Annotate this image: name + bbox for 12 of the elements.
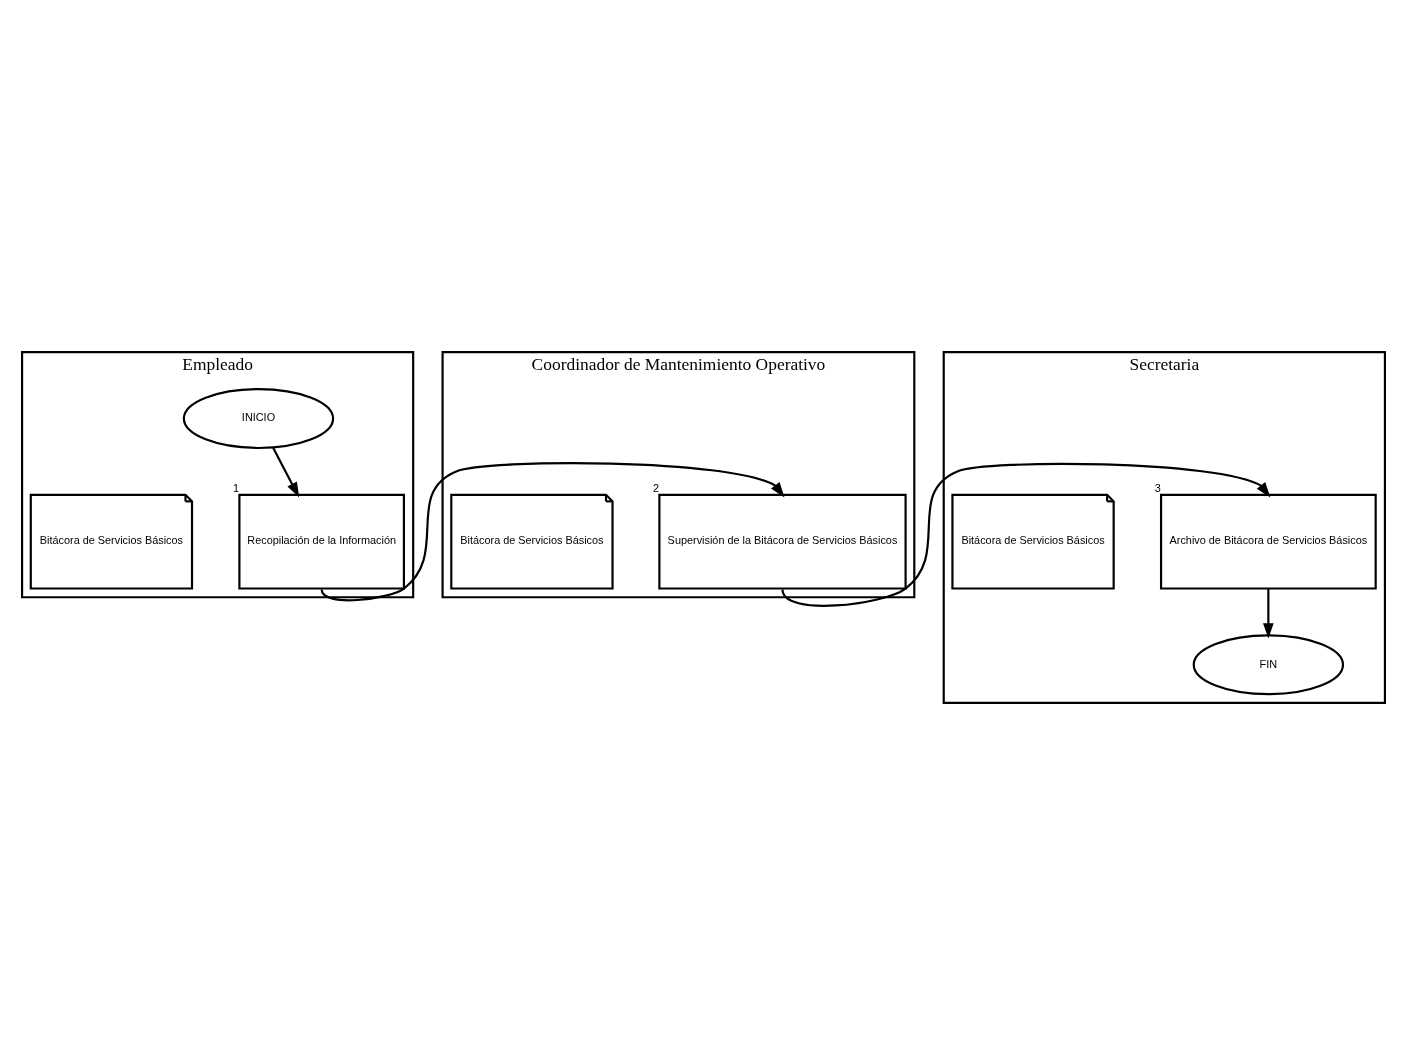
node-label: 3: [1154, 481, 1161, 494]
arrow: [780, 462, 1270, 607]
node-box: Supervisión de la Bitácora de Servicios Básicos: [657, 493, 907, 590]
node-label: 2: [652, 481, 659, 494]
node-ellipse: INICIO: [182, 388, 334, 450]
node-ellipse: FIN: [1192, 634, 1344, 696]
arrow: [1262, 588, 1274, 639]
node-label: 1: [232, 481, 239, 494]
node-box: Recopilación de la Información: [237, 493, 405, 590]
arrow: [271, 447, 299, 498]
arrow: [320, 462, 784, 602]
node-box: Archivo de Bitácora de Servicios Básicos: [1159, 493, 1377, 590]
